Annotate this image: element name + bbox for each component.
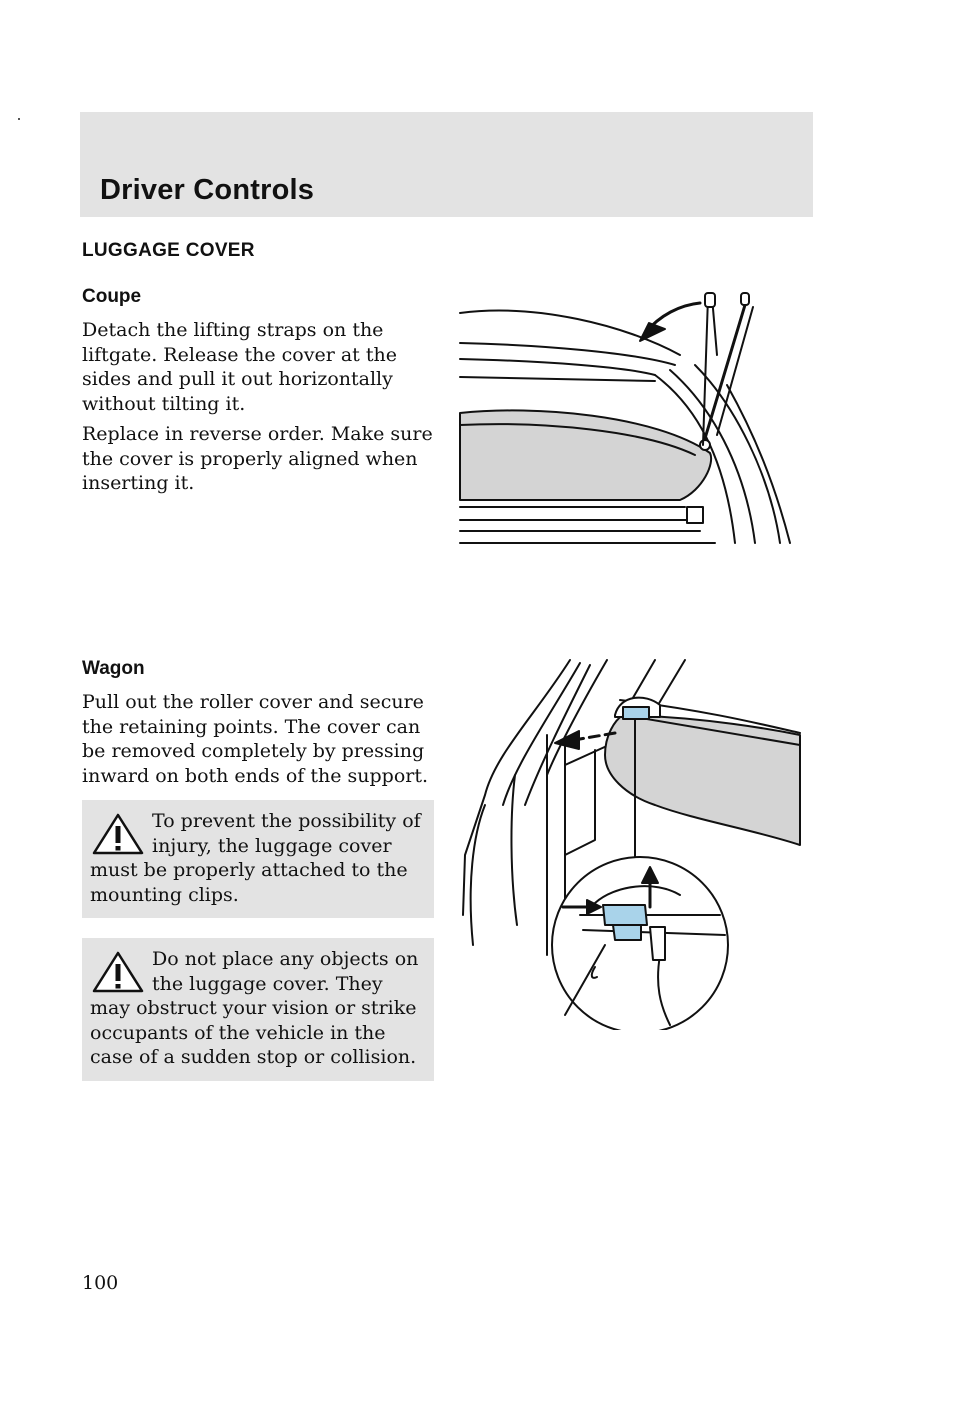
warning-text-2: Do not place any objects on the luggage … <box>90 948 419 1068</box>
header-band: Driver Controls <box>80 112 813 217</box>
coupe-paragraph-2: Replace in reverse order. Make sure the … <box>82 423 433 494</box>
wagon-paragraph-1: Pull out the roller cover and secure the… <box>82 691 429 787</box>
page-marker <box>18 118 20 120</box>
section-title: LUGGAGE COVER <box>82 240 255 261</box>
coupe-subtitle: Coupe <box>82 286 142 307</box>
warning-box-1: To prevent the possibility of injury, th… <box>82 800 434 918</box>
wagon-subtitle: Wagon <box>82 658 145 679</box>
warning-triangle-icon <box>92 813 144 855</box>
page-header-title: Driver Controls <box>100 174 315 206</box>
coupe-paragraph-1: Detach the lifting straps on the liftgat… <box>82 319 397 415</box>
warning-triangle-icon <box>92 951 144 993</box>
warning-text-1: To prevent the possibility of injury, th… <box>90 810 421 906</box>
page-number: 100 <box>82 1272 119 1294</box>
warning-box-2: Do not place any objects on the luggage … <box>82 938 434 1081</box>
coupe-luggage-cover-illustration <box>459 292 791 544</box>
wagon-luggage-cover-illustration <box>462 659 801 1030</box>
